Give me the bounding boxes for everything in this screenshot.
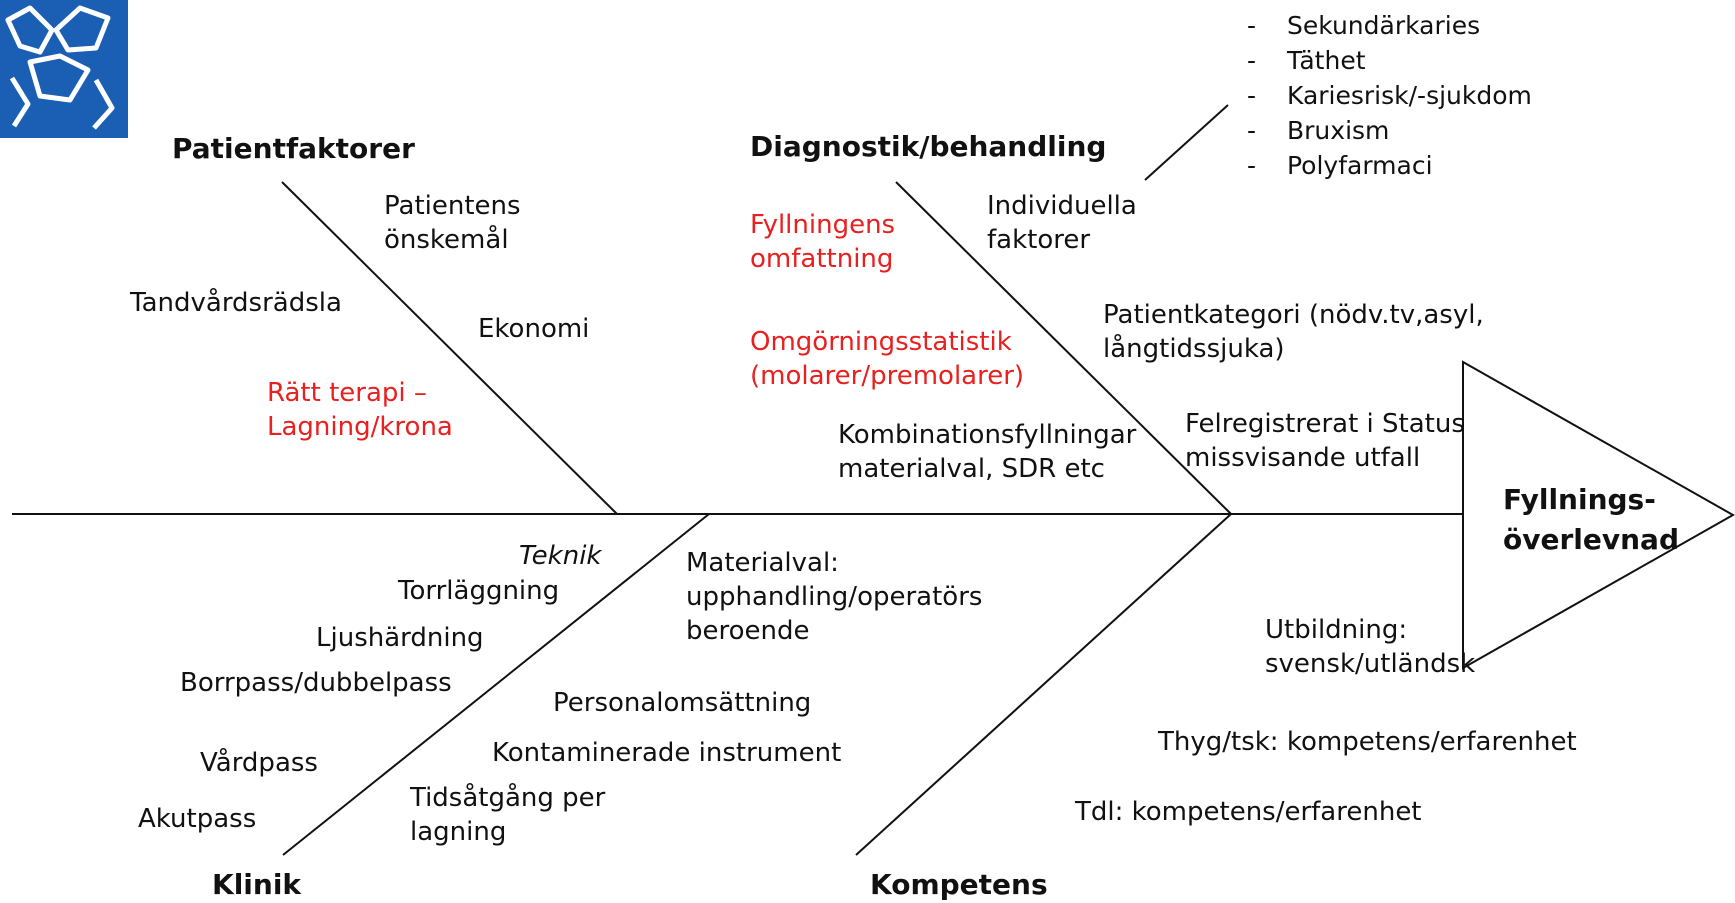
cause-emergency-shift: Akutpass [138,804,257,834]
individual-factors-branch [1144,104,1229,181]
cause-misregistered: Felregistrerat i Status missvisande utfa… [1185,409,1465,473]
list-item: Polyfarmaci [1247,148,1532,183]
cause-patient-category: Patientkategori (nödv.tv,asyl, långtidss… [1103,300,1484,364]
effect-head-triangle [1462,360,1735,670]
cause-filling-extent: Fyllningens omfattning [750,210,896,274]
cause-drying: Torrläggning [398,576,560,606]
cause-light-curing: Ljushärdning [316,623,484,653]
cause-right-therapy: Rätt terapi – Lagning/krona [267,378,453,442]
diagnostics-bone [895,181,1232,515]
flower-logo-icon [0,0,128,138]
patient-bone [281,181,618,515]
effect-label: Fyllnings- överlevnad [1503,480,1679,560]
list-item: Täthet [1247,43,1532,78]
cause-redo-statistics: Omgörningsstatistik (molarer/premolarer) [750,327,1025,391]
cause-care-shift: Vårdpass [200,748,318,778]
cause-material-choice: Materialval: upphandling/operatörs beroe… [686,548,983,646]
cause-contaminated-instruments: Kontaminerade instrument [492,738,842,768]
clinic-bone [282,513,710,856]
cause-hygienist-competence: Thyg/tsk: kompetens/erfarenhet [1158,727,1577,757]
cause-dental-fear: Tandvårdsrädsla [130,288,342,318]
cause-individual-factors: Individuella faktorer [987,191,1137,255]
category-patient: Patientfaktorer [172,132,415,165]
cause-shift: Borrpass/dubbelpass [180,668,452,698]
competence-bone [855,513,1232,856]
cause-staff-turnover: Personalomsättning [553,688,812,718]
category-competence: Kompetens [870,868,1048,901]
cause-time-per-filling: Tidsåtgång per lagning [410,783,606,847]
cause-technique: Teknik [519,541,602,571]
list-item: Bruxism [1247,113,1532,148]
effect-line-1: Fyllnings- [1503,483,1656,516]
category-diagnostics: Diagnostik/behandling [750,130,1107,163]
individual-factors-list: Sekundärkaries Täthet Kariesrisk/-sjukdo… [1247,8,1532,183]
list-item: Sekundärkaries [1247,8,1532,43]
cause-combination-fillings: Kombinationsfyllningar materialval, SDR … [838,420,1137,484]
cause-education: Utbildning: svensk/utländsk [1265,615,1476,679]
cause-economy: Ekonomi [478,314,590,344]
list-item: Kariesrisk/-sjukdom [1247,78,1532,113]
cause-patient-wishes: Patientens önskemål [384,191,521,255]
category-clinic: Klinik [212,868,302,901]
effect-line-2: överlevnad [1503,523,1679,556]
cause-dentist-competence: Tdl: kompetens/erfarenhet [1075,797,1422,827]
